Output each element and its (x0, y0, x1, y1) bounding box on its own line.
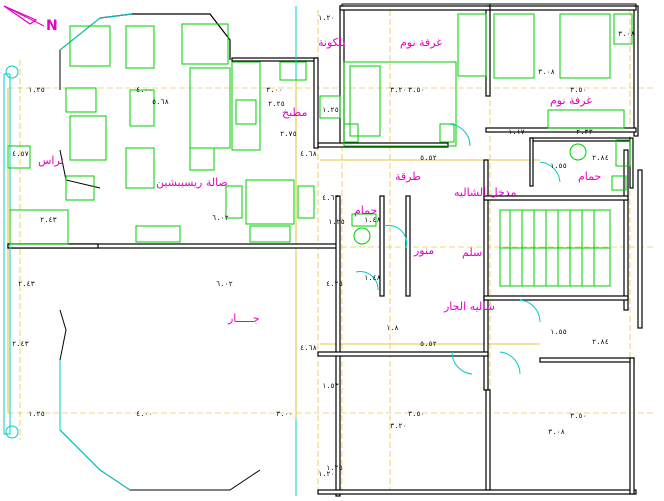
dimension-text: ٤.٢٥ (326, 280, 343, 288)
dimension-text: ١.١٧ (508, 128, 525, 136)
dimension-text: ٥.٥٢ (420, 154, 437, 162)
dimension-text: ١.٥٥ (550, 328, 567, 336)
dimension-text: ٣.٠٠ (266, 86, 283, 94)
label-corridor: طرقة (395, 170, 421, 183)
dimension-text: ٢.٣٣ (576, 128, 593, 136)
dimension-text: ٦.٠٢ (216, 280, 233, 288)
dimension-texts: ١.٢٠ ٣.٢٠ ٣.٥٠ ٣.٠٨ ١.٢٥ ٤.٠٠ ٣.٠٠ ٢.٢٥ … (12, 14, 635, 478)
dimension-text: ٣.٥٠ (408, 410, 425, 418)
north-arrow-icon: N (3, 5, 58, 34)
dimension-text: ٦.٠٢ (212, 214, 229, 222)
dimension-text: ١.٢٥ (326, 464, 343, 472)
room-labels: بلكونة غرفة نوم غرفة نوم مطبخ تراس صالة … (38, 36, 601, 325)
dimension-text: ١.٤٨ (364, 274, 381, 282)
label-bedroom-1: غرفة نوم (400, 36, 442, 49)
dimension-text: ٤.٦٨ (300, 344, 317, 352)
label-bedroom-2: غرفة نوم (550, 94, 592, 107)
label-light-well: منور (413, 244, 434, 257)
dimension-text: ٣.٠٨ (548, 428, 565, 436)
dimension-text: ١.٥٣ (322, 382, 339, 390)
label-kitchen: مطبخ (282, 106, 307, 119)
dimension-text: ٢.٤٣ (40, 216, 57, 224)
dimension-text: ٢.٨٤ (592, 338, 609, 346)
dimension-text: ٥.٥٢ (420, 340, 437, 348)
label-balcony: بلكونة (318, 36, 345, 49)
label-bathroom-2: حمام (578, 170, 601, 183)
dimension-lines (7, 10, 656, 490)
dimension-text: ٣.٠٨ (538, 68, 555, 76)
dimension-text: ١.٢٥ (328, 218, 345, 226)
label-stairs: سلم (462, 246, 482, 259)
north-label: N (46, 18, 58, 34)
dimension-text: ٤.٥٧ (12, 150, 29, 158)
dimension-text: ١.٨ (386, 324, 399, 332)
dimension-text: ١.٢٥ (28, 86, 45, 94)
dimension-text: ٣.٠٠ (276, 410, 293, 418)
dimension-text: ٢.٤٣ (18, 280, 35, 288)
windows (3, 6, 561, 496)
dimension-text: ٣.٥٠ (408, 86, 425, 94)
dimension-text: ١.٤٨ (364, 216, 381, 224)
dimension-text: ٣.٥٠ (570, 412, 587, 420)
dimension-text: ٢.٧٥ (280, 130, 297, 138)
furniture (7, 13, 633, 287)
dimension-text: ٣.٠٨ (618, 30, 635, 38)
dimension-text: ٤.٠٠ (136, 86, 153, 94)
dimension-text: ٤.٦٨ (300, 150, 317, 158)
label-bathroom-1: حمام (354, 204, 377, 217)
label-neighbor-unit: شاليه الجار (443, 300, 495, 313)
dimension-text: ٣.٥٠ (570, 86, 587, 94)
dimension-text: ٤.٠٠ (136, 410, 153, 418)
dimension-text: ٣.٢٠ (390, 86, 407, 94)
dimension-text: ٢.٨٤ (592, 154, 609, 162)
label-neighbor: جـــــار (227, 312, 260, 325)
dimension-text: ١.٢٠ (318, 470, 335, 478)
dimension-text: ٣.٢٠ (390, 422, 407, 430)
dimension-text: ١.٢٥ (322, 106, 339, 114)
dimension-text: ١.٥٥ (550, 162, 567, 170)
label-reception: صالة ريسيبشين (156, 176, 228, 189)
dimension-text: ١.٢٠ (318, 14, 335, 22)
dimension-text: ٥.٦٨ (152, 98, 169, 106)
dimension-text: ٢.٢٥ (268, 100, 285, 108)
dimension-text: ١.٢٥ (28, 410, 45, 418)
walls (7, 3, 643, 497)
label-entrance: مدخل الشاليه (454, 186, 517, 199)
dimension-text: ٤.٦٣ (322, 194, 339, 202)
label-terrace: تراس (38, 154, 64, 167)
dimension-text: ٢.٤٣ (12, 340, 29, 348)
